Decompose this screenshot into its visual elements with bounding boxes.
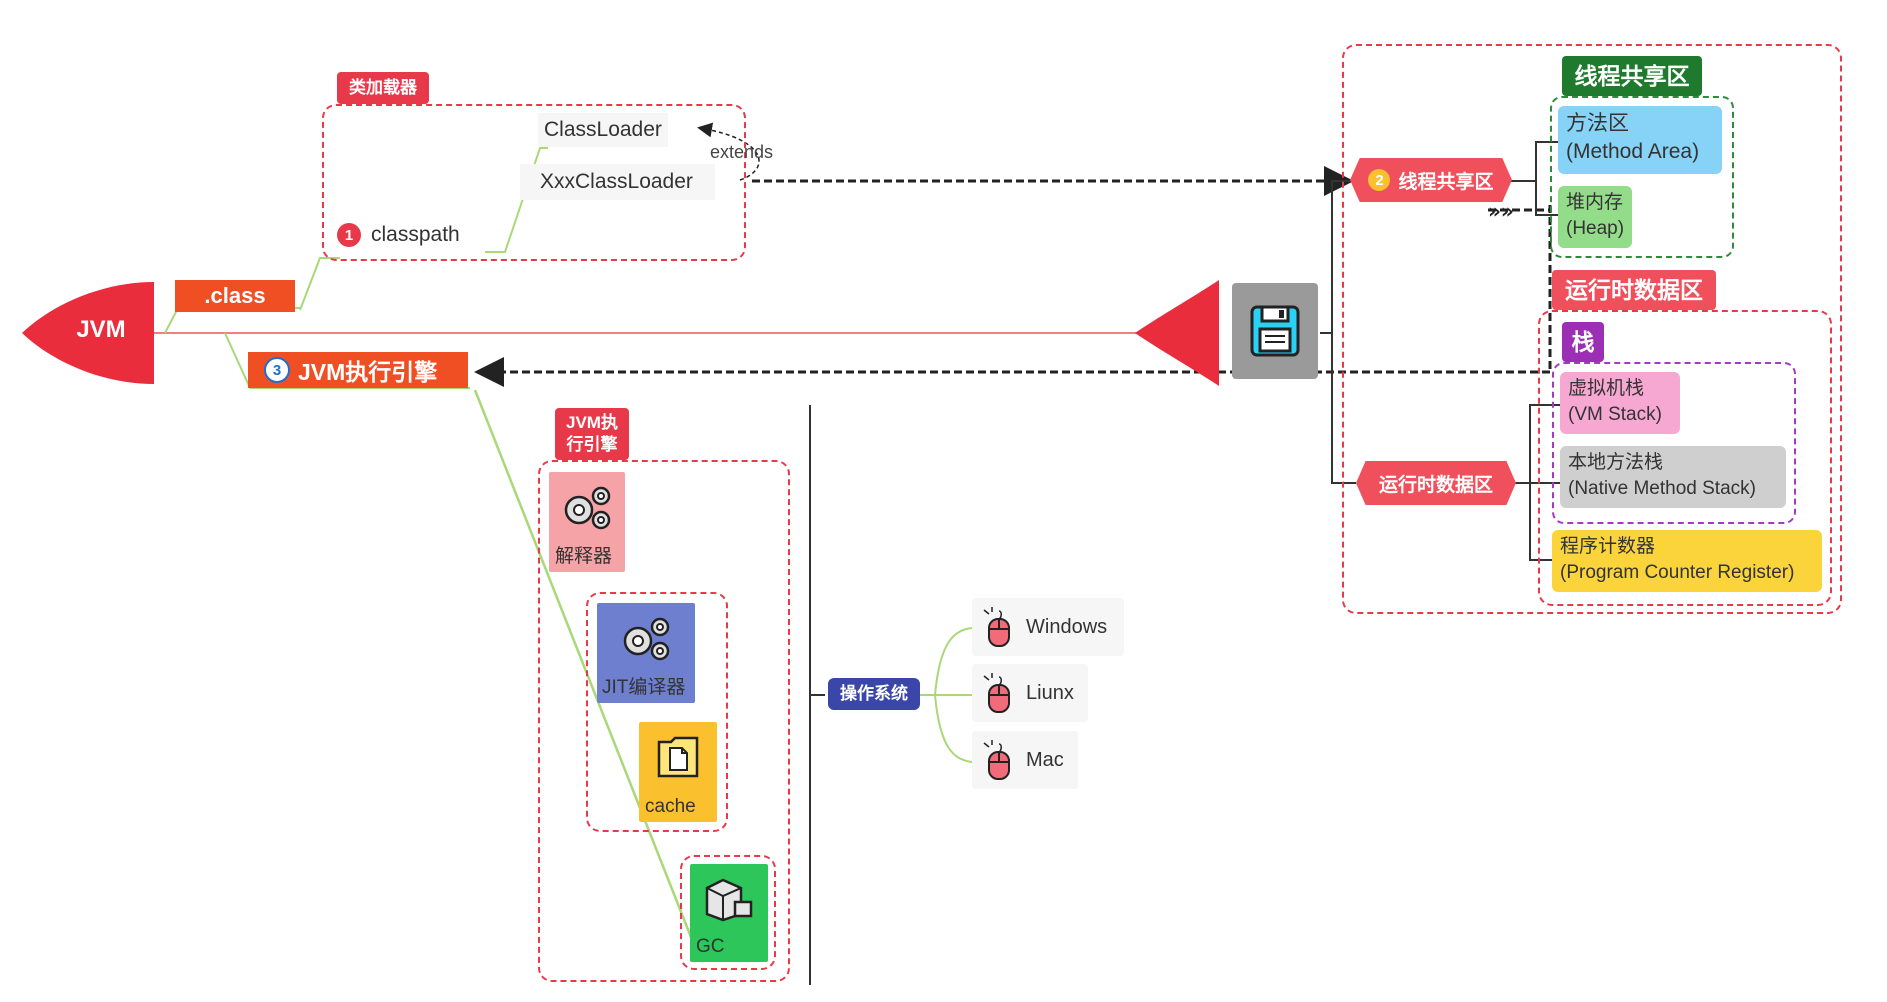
- stack-tag: 栈: [1562, 322, 1604, 362]
- step-three-badge: 3: [264, 357, 290, 383]
- classloader-label: ClassLoader: [544, 118, 662, 141]
- folder-file-icon: [657, 736, 699, 778]
- jvm-label: JVM: [76, 316, 126, 343]
- gc-tile: GC: [690, 864, 768, 962]
- gc-frame: [680, 855, 776, 970]
- mouse-icon: [983, 607, 1010, 647]
- heap-line2: (Heap): [1566, 218, 1625, 239]
- engine-label: JVM执行引擎: [298, 359, 438, 385]
- interpreter-label: 解释器: [555, 546, 613, 567]
- cache-label: cache: [645, 796, 696, 817]
- pc-register-line2: (Program Counter Register): [1560, 562, 1795, 583]
- runtime-area-node-label: 运行时数据区: [1378, 474, 1493, 496]
- native-stack-card: 本地方法栈 (Native Method Stack): [1560, 446, 1786, 508]
- native-stack-line1: 本地方法栈: [1568, 452, 1664, 473]
- mouse-icon: [983, 673, 1010, 713]
- runtime-area-frame: [1538, 310, 1832, 606]
- native-stack-line2: (Native Method Stack): [1568, 478, 1756, 499]
- method-area-card: 方法区 (Method Area): [1558, 106, 1722, 174]
- jit-compiler-tile: JIT编译器: [597, 603, 695, 703]
- engine-tag: JVM执 行引擎: [555, 408, 629, 460]
- step-two-badge: 2: [1368, 169, 1391, 191]
- gears-icon: [623, 617, 670, 661]
- step-one-badge: 1: [337, 223, 361, 247]
- pc-register-card: 程序计数器 (Program Counter Register): [1552, 530, 1822, 592]
- classpath-label: classpath: [371, 223, 460, 246]
- shared-area-tag: 线程共享区: [1562, 56, 1702, 96]
- gc-label: GC: [696, 936, 725, 957]
- method-area-line2: (Method Area): [1566, 140, 1700, 163]
- os-tag: 操作系统: [828, 678, 920, 710]
- shared-area-node-label: 线程共享区: [1398, 171, 1494, 193]
- memory-outer-frame: [1342, 44, 1842, 614]
- floppy-disk-icon: [1250, 305, 1300, 357]
- os-item-linux: Liunx: [972, 664, 1088, 722]
- vm-stack-line1: 虚拟机栈: [1568, 378, 1645, 399]
- jvm-tail-shape: [1135, 280, 1219, 386]
- jit-compiler-label: JIT编译器: [602, 677, 686, 698]
- shared-area-node: 2 线程共享区: [1350, 158, 1512, 202]
- svg-text:»»: »»: [1488, 199, 1514, 223]
- jvm-head-shape: [22, 282, 154, 384]
- engine-node: 3 JVM执行引擎: [248, 352, 468, 388]
- stack-frame: [1552, 362, 1796, 524]
- mouse-icon: [983, 740, 1010, 780]
- classpath-node: 1 classpath: [337, 218, 460, 252]
- cache-tile: cache: [639, 722, 717, 822]
- os-mac-label: Mac: [1026, 748, 1064, 771]
- class-loader-frame: [322, 104, 746, 261]
- engine-frame: [538, 460, 790, 982]
- method-area-line1: 方法区: [1566, 112, 1629, 135]
- runtime-area-node: 运行时数据区: [1356, 461, 1516, 505]
- class-loader-tag: 类加载器: [337, 72, 429, 104]
- cube-icon: [705, 878, 753, 922]
- heap-card: 堆内存 (Heap): [1558, 186, 1632, 248]
- os-windows-label: Windows: [1026, 615, 1108, 638]
- xxx-classloader-node: XxxClassLoader: [520, 164, 715, 200]
- gears-icon: [564, 486, 611, 530]
- pc-register-line1: 程序计数器: [1560, 536, 1656, 557]
- save-box: [1232, 283, 1318, 379]
- vm-stack-line2: (VM Stack): [1568, 404, 1662, 425]
- extends-label: extends: [710, 142, 774, 162]
- runtime-area-tag: 运行时数据区: [1552, 270, 1716, 310]
- os-item-windows: Windows: [972, 598, 1124, 656]
- class-file-tag: .class: [175, 280, 295, 312]
- classloader-node: ClassLoader: [538, 113, 668, 147]
- heap-line1: 堆内存: [1566, 192, 1624, 213]
- os-linux-label: Liunx: [1026, 681, 1074, 704]
- os-item-mac: Mac: [972, 731, 1078, 789]
- vm-stack-card: 虚拟机栈 (VM Stack): [1560, 372, 1680, 434]
- interpreter-tile: 解释器: [549, 472, 625, 572]
- jit-frame: [586, 592, 728, 832]
- xxx-classloader-label: XxxClassLoader: [540, 170, 693, 193]
- shared-area-frame: [1550, 96, 1734, 258]
